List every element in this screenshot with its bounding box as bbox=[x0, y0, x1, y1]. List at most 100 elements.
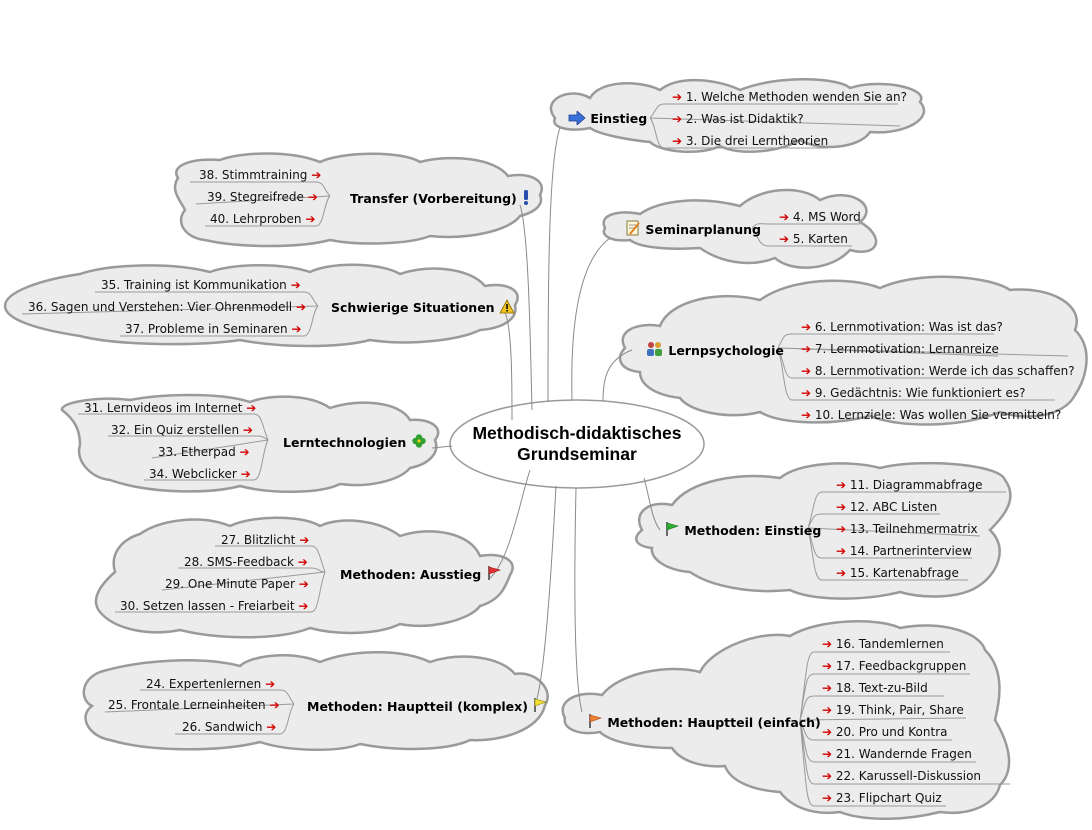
list-item[interactable]: ➔ 15. Kartenabfrage bbox=[836, 565, 959, 581]
list-item[interactable]: 24. Expertenlernen ➔ bbox=[146, 676, 275, 692]
topic-hauptteil-einfach-label: Methoden: Hauptteil (einfach) bbox=[607, 715, 821, 730]
list-item[interactable]: ➔ 23. Flipchart Quiz bbox=[822, 790, 942, 806]
list-item[interactable]: ➔ 20. Pro und Kontra bbox=[822, 724, 948, 740]
list-item[interactable]: ➔ 13. Teilnehmermatrix bbox=[836, 521, 978, 537]
arrow-icon: ➔ bbox=[311, 168, 322, 182]
list-item[interactable]: 37. Probleme in Seminaren ➔ bbox=[125, 321, 301, 337]
list-item[interactable]: ➔ 19. Think, Pair, Share bbox=[822, 702, 964, 718]
list-item[interactable]: ➔ 18. Text-zu-Bild bbox=[822, 680, 928, 696]
list-item[interactable]: ➔ 4. MS Word bbox=[779, 209, 861, 225]
topic-methoden-einstieg-label: Methoden: Einstieg bbox=[684, 523, 822, 538]
list-item[interactable]: ➔ 16. Tandemlernen bbox=[822, 636, 944, 652]
cloud-lerntechnologien bbox=[60, 393, 440, 494]
list-item[interactable]: ➔ 21. Wandernde Fragen bbox=[822, 746, 972, 762]
arrow-icon: ➔ bbox=[836, 478, 847, 492]
list-item[interactable]: 25. Frontale Lerneinheiten ➔ bbox=[108, 697, 280, 713]
list-item[interactable]: ➔ 17. Feedbackgruppen bbox=[822, 658, 966, 674]
item-label: 17. Feedbackgruppen bbox=[835, 659, 967, 673]
list-item[interactable]: ➔ 8. Lernmotivation: Werde ich das schaf… bbox=[801, 363, 1075, 379]
list-item[interactable]: 27. Blitzlicht ➔ bbox=[221, 532, 309, 548]
topic-lerntechnologien-label: Lerntechnologien bbox=[283, 435, 407, 450]
arrow-icon: ➔ bbox=[801, 364, 812, 378]
topic-einstieg[interactable]: Einstieg bbox=[568, 111, 647, 127]
list-item[interactable]: ➔ 1. Welche Methoden wenden Sie an? bbox=[672, 89, 907, 105]
list-item[interactable]: 29. One Minute Paper ➔ bbox=[165, 576, 309, 592]
item-label: 4. MS Word bbox=[792, 210, 861, 224]
arrow-icon: ➔ bbox=[305, 212, 316, 226]
topic-methoden-einstieg[interactable]: Methoden: Einstieg bbox=[664, 521, 821, 539]
list-item[interactable]: 31. Lernvideos im Internet ➔ bbox=[84, 400, 256, 416]
list-item[interactable]: 38. Stimmtraining ➔ bbox=[199, 167, 321, 183]
topic-hauptteil-komplex[interactable]: Methoden: Hauptteil (komplex) bbox=[307, 697, 548, 715]
arrow-icon: ➔ bbox=[240, 467, 251, 481]
arrow-icon: ➔ bbox=[266, 720, 277, 734]
topic-hauptteil-einfach[interactable]: Methoden: Hauptteil (einfach) bbox=[587, 713, 821, 731]
topic-schwierige-label: Schwierige Situationen bbox=[331, 300, 495, 315]
item-label: 38. Stimmtraining bbox=[199, 168, 308, 182]
list-item[interactable]: 35. Training ist Kommunikation ➔ bbox=[101, 277, 301, 293]
item-label: 27. Blitzlicht bbox=[221, 533, 296, 547]
topic-ausstieg[interactable]: Methoden: Ausstieg bbox=[340, 565, 502, 583]
list-item[interactable]: ➔ 6. Lernmotivation: Was ist das? bbox=[801, 319, 1003, 335]
item-label: 25. Frontale Lerneinheiten bbox=[108, 698, 266, 712]
arrow-icon: ➔ bbox=[836, 522, 847, 536]
item-label: 31. Lernvideos im Internet bbox=[84, 401, 243, 415]
arrow-icon: ➔ bbox=[836, 500, 847, 514]
item-label: 36. Sagen und Verstehen: Vier Ohrenmodel… bbox=[28, 300, 293, 314]
item-label: 7. Lernmotivation: Lernanreize bbox=[814, 342, 999, 356]
list-item[interactable]: ➔ 3. Die drei Lerntheorien bbox=[672, 133, 828, 149]
list-item[interactable]: 34. Webclicker ➔ bbox=[149, 466, 251, 482]
arrow-icon: ➔ bbox=[801, 342, 812, 356]
item-label: 29. One Minute Paper bbox=[165, 577, 295, 591]
arrow-icon: ➔ bbox=[672, 90, 683, 104]
item-label: 11. Diagrammabfrage bbox=[849, 478, 983, 492]
list-item[interactable]: 26. Sandwich ➔ bbox=[182, 719, 276, 735]
topic-lerntechnologien[interactable]: Lerntechnologien bbox=[283, 433, 427, 451]
cloud-einstieg bbox=[549, 78, 926, 153]
arrow-icon: ➔ bbox=[269, 698, 280, 712]
arrow-icon: ➔ bbox=[822, 681, 833, 695]
list-item[interactable]: ➔ 22. Karussell-Diskussion bbox=[822, 768, 981, 784]
item-label: 13. Teilnehmermatrix bbox=[849, 522, 978, 536]
cloud-hauptteil-einfach bbox=[561, 620, 1011, 821]
arrow-icon: ➔ bbox=[801, 408, 812, 422]
arrow-icon: ➔ bbox=[297, 555, 308, 569]
connector-hauptteil-einfach bbox=[574, 487, 583, 713]
item-label: 6. Lernmotivation: Was ist das? bbox=[814, 320, 1003, 334]
topic-lernpsychologie[interactable]: Lernpsychologie bbox=[646, 341, 784, 359]
arrow-right-blue-icon bbox=[568, 111, 586, 125]
item-label: 16. Tandemlernen bbox=[835, 637, 944, 651]
list-item[interactable]: ➔ 5. Karten bbox=[779, 231, 848, 247]
list-item[interactable]: ➔ 10. Lernziele: Was wollen Sie vermitte… bbox=[801, 407, 1061, 423]
list-item[interactable]: 36. Sagen und Verstehen: Vier Ohrenmodel… bbox=[28, 299, 306, 315]
list-item[interactable]: 28. SMS-Feedback ➔ bbox=[184, 554, 308, 570]
connector-lerntechnologien bbox=[431, 445, 453, 449]
item-label: 23. Flipchart Quiz bbox=[835, 791, 942, 805]
list-item[interactable]: 33. Etherpad ➔ bbox=[158, 444, 250, 460]
list-item[interactable]: ➔ 14. Partnerinterview bbox=[836, 543, 972, 559]
list-item[interactable]: ➔ 9. Gedächtnis: Wie funktioniert es? bbox=[801, 385, 1025, 401]
list-item[interactable]: ➔ 2. Was ist Didaktik? bbox=[672, 111, 804, 127]
topic-schwierige[interactable]: Schwierige Situationen bbox=[331, 299, 515, 316]
list-item[interactable]: ➔ 12. ABC Listen bbox=[836, 499, 937, 515]
arrow-icon: ➔ bbox=[298, 599, 309, 613]
list-item[interactable]: ➔ 11. Diagrammabfrage bbox=[836, 477, 982, 493]
topic-transfer[interactable]: Transfer (Vorbereitung) bbox=[350, 189, 531, 207]
arrow-icon: ➔ bbox=[672, 134, 683, 148]
item-label: 26. Sandwich bbox=[182, 720, 263, 734]
list-item[interactable]: ➔ 7. Lernmotivation: Lernanreize bbox=[801, 341, 999, 357]
exclamation-icon bbox=[524, 190, 529, 205]
list-item[interactable]: 40. Lehrproben ➔ bbox=[210, 211, 315, 227]
item-label: 19. Think, Pair, Share bbox=[835, 703, 964, 717]
topic-seminarplanung[interactable]: Seminarplanung bbox=[625, 220, 761, 238]
list-item[interactable]: 39. Stegreifrede ➔ bbox=[207, 189, 318, 205]
list-item[interactable]: 30. Setzen lassen - Freiarbeit ➔ bbox=[120, 598, 308, 614]
item-label: 2. Was ist Didaktik? bbox=[685, 112, 804, 126]
arrow-icon: ➔ bbox=[265, 677, 276, 691]
connector-einstieg bbox=[547, 127, 561, 403]
list-item[interactable]: 32. Ein Quiz erstellen ➔ bbox=[111, 422, 253, 438]
green-flag-icon bbox=[666, 522, 679, 536]
